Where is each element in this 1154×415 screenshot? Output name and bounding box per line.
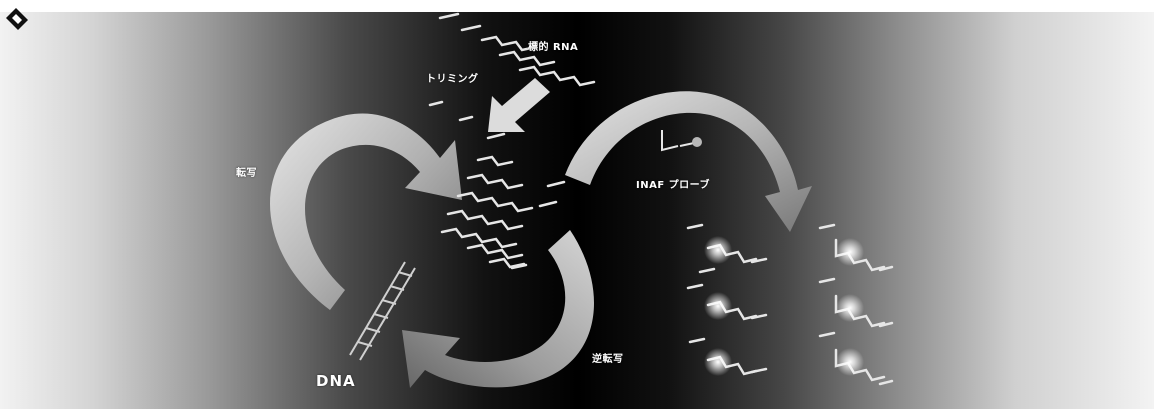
reverse-transcription-arrow: [402, 230, 594, 388]
transcription-label: 転写: [236, 168, 257, 179]
dna-label: DNA: [316, 372, 356, 390]
probe-glows-left: [704, 236, 732, 376]
target-rna-strands: [428, 12, 596, 122]
hybridized-probes-left: [686, 223, 768, 376]
probe-arrow: [565, 91, 812, 233]
probe-glows-right: [836, 238, 864, 376]
inaf-probe-icon: [661, 130, 702, 152]
dna-helix: [349, 261, 416, 361]
inaf-probe-label: INAF プローブ: [636, 180, 711, 191]
transcription-arrow: [270, 113, 462, 310]
trimming-label: トリミング: [426, 74, 479, 85]
rna-duplex-cluster: [440, 132, 566, 270]
trimming-arrow: [488, 78, 550, 132]
corner-mark: [6, 8, 28, 30]
target-rna-label: 標的 RNA: [528, 42, 579, 53]
reverse-transcription-label: 逆転写: [592, 354, 624, 365]
